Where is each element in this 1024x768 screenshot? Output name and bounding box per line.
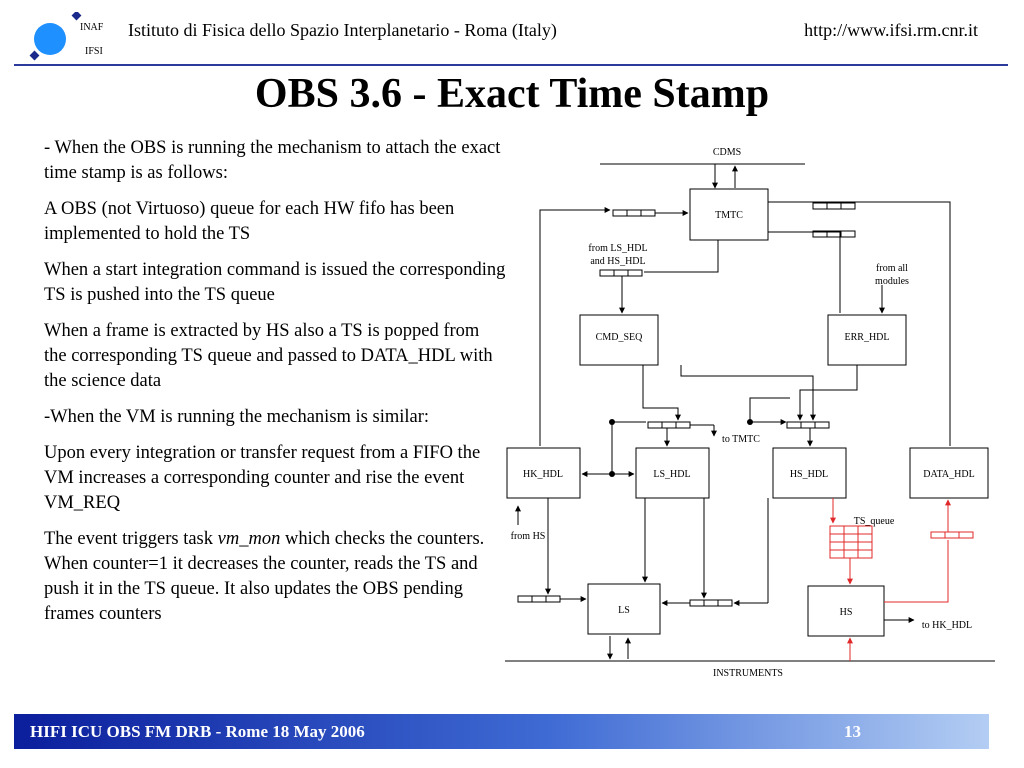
- logo-diamond-top: [71, 12, 82, 21]
- ls-box: [587, 583, 661, 635]
- junction-dot: [747, 419, 753, 425]
- hs-box: [807, 585, 885, 637]
- ts-queue-ls-left: [517, 595, 561, 603]
- tmtc-box: [689, 188, 769, 241]
- junction-dot: [609, 471, 615, 477]
- cmd-seq-box: [579, 314, 659, 366]
- err-hdl-box: [827, 314, 907, 366]
- bullet-item: A OBS (not Virtuoso) queue for each HW f…: [44, 199, 455, 244]
- page-number: 13: [844, 722, 861, 741]
- from-ls-hdl-label: from LS_HDL: [588, 243, 647, 254]
- from-hs-label: from HS: [511, 531, 546, 542]
- hs-hdl-box: [772, 447, 847, 499]
- ts-queue-tmtc-right-top: [812, 202, 856, 210]
- ls-hdl-label: LS_HDL: [653, 469, 690, 480]
- ts-queue-ls-hdl: [647, 421, 691, 429]
- architecture-diagram: CDMS TMTC CMD_SEQ ERR_HDL HK_HDL LS_HDL …: [505, 147, 995, 679]
- bullet-item: When a start integration command is issu…: [44, 260, 506, 305]
- bullet-item: Upon every integration or transfer reque…: [44, 443, 481, 513]
- hs-label: HS: [840, 607, 853, 618]
- footer-text: HIFI ICU OBS FM DRB - Rome 18 May 2006: [30, 722, 365, 741]
- to-tmtc-label: to TMTC: [722, 434, 760, 445]
- logo-circle: [34, 23, 66, 55]
- data-hdl-label: DATA_HDL: [923, 469, 974, 480]
- task-name: vm_mon: [217, 529, 281, 549]
- hk-hdl-box: [506, 447, 581, 499]
- header-divider: [14, 64, 1008, 66]
- ts-queue-from-hdl: [599, 269, 643, 277]
- ts-queue-label: TS_queue: [854, 516, 895, 527]
- instruments-label: INSTRUMENTS: [713, 668, 783, 679]
- cmd-seq-label: CMD_SEQ: [596, 332, 643, 343]
- ts-queue-tmtc-left: [612, 209, 656, 217]
- bullet-text: which checks the counters. When counter=…: [44, 529, 485, 624]
- ls-label: LS: [618, 605, 630, 616]
- err-hdl-label: ERR_HDL: [845, 332, 890, 343]
- institute-name: Istituto di Fisica dello Spazio Interpla…: [128, 20, 557, 40]
- bullet-item: -When the VM is running the mechanism is…: [44, 407, 430, 427]
- site-url: http://www.ifsi.rm.cnr.it: [804, 20, 978, 40]
- logo-inaf-text: INAF: [80, 22, 104, 33]
- to-hk-hdl-label: to HK_HDL: [922, 620, 972, 631]
- bullet-item: - When the OBS is running the mechanism …: [44, 138, 501, 183]
- from-ls-hdl-label-2: and HS_HDL: [590, 256, 645, 267]
- ts-queue-ls-right: [689, 599, 733, 607]
- logo-ifsi-text: IFSI: [85, 46, 103, 57]
- ifsi-logo: [29, 12, 82, 61]
- ts-queue-tmtc-right-bottom: [812, 230, 856, 238]
- ls-hdl-box: [635, 447, 710, 499]
- ts-queue-hs-hdl: [786, 421, 830, 429]
- ts-queue-data-hdl: [930, 531, 974, 539]
- data-hdl-box: [909, 447, 989, 499]
- tmtc-label: TMTC: [715, 210, 743, 221]
- bullet-list: - When the OBS is running the mechanism …: [44, 136, 506, 638]
- logo-diamond-bottom: [29, 50, 40, 61]
- junction-dot: [609, 419, 615, 425]
- bullet-text: The event triggers task: [44, 529, 218, 549]
- from-all-label-2: modules: [875, 276, 909, 287]
- cdms-label: CDMS: [713, 147, 741, 158]
- bullet-item: The event triggers task vm_mon which che…: [44, 527, 506, 627]
- hs-hdl-label: HS_HDL: [790, 469, 828, 480]
- page-title: OBS 3.6 - Exact Time Stamp: [254, 71, 770, 117]
- from-all-label: from all: [876, 263, 908, 274]
- bullet-item: When a frame is extracted by HS also a T…: [44, 321, 493, 391]
- footer-bar: HIFI ICU OBS FM DRB - Rome 18 May 2006 1…: [14, 714, 989, 749]
- hk-hdl-label: HK_HDL: [523, 469, 563, 480]
